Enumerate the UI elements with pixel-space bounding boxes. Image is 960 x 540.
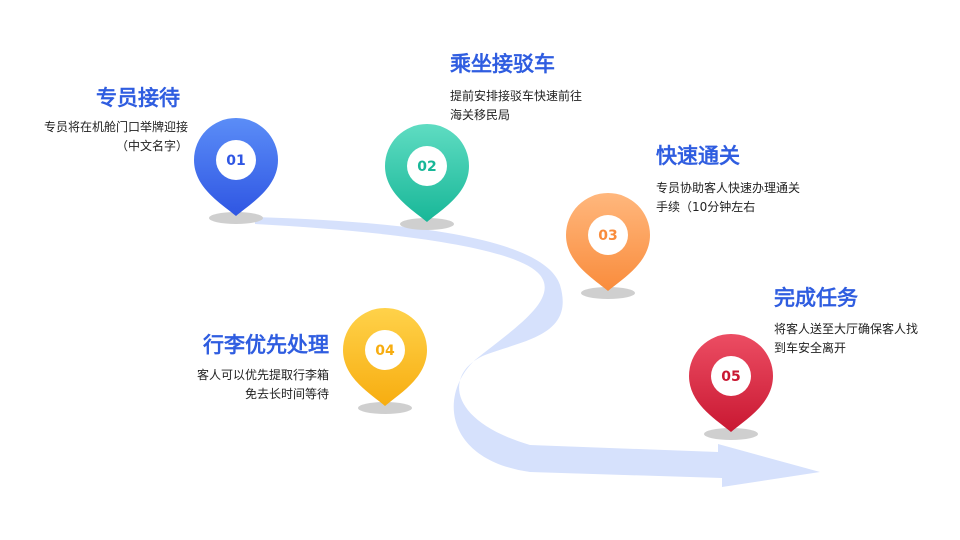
step-05-desc: 将客人送至大厅确保客人找 到车安全离开	[774, 320, 918, 358]
pin-shadow	[581, 287, 635, 299]
step-05-title: 完成任务	[774, 286, 858, 310]
pin-inner-circle	[588, 215, 628, 255]
flow-path	[255, 217, 820, 487]
step-04-desc: 客人可以优先提取行李箱 免去长时间等待	[197, 366, 329, 404]
step-01-pin: 01	[194, 118, 278, 224]
step-04-title: 行李优先处理	[203, 333, 329, 357]
step-04-desc-line2: 免去长时间等待	[244, 387, 329, 401]
step-05-pin: 05	[689, 334, 773, 440]
pin-inner-circle	[711, 356, 751, 396]
step-01-desc-line1: 专员将在机舱门口举牌迎接	[43, 120, 188, 134]
step-03-title: 快速通关	[656, 144, 740, 168]
step-04-number: 04	[375, 343, 395, 359]
step-01-desc-line2: （中文名字）	[115, 139, 188, 153]
pin-inner-circle	[216, 140, 256, 180]
pin-shadow	[209, 212, 263, 224]
pin-inner-circle	[365, 330, 405, 370]
step-02-pin: 02	[385, 124, 469, 230]
pin-shadow	[358, 402, 412, 414]
step-03-desc-line1: 专员协助客人快速办理通关	[656, 181, 801, 195]
pin-inner-circle	[407, 146, 447, 186]
step-01-number: 01	[226, 153, 245, 169]
step-01-desc: 专员将在机舱门口举牌迎接 （中文名字）	[44, 118, 188, 156]
step-03-number: 03	[598, 228, 617, 244]
step-02-number: 02	[417, 159, 436, 175]
step-05-number: 05	[721, 369, 740, 385]
step-03-desc: 专员协助客人快速办理通关 手续（10分钟左右	[656, 179, 800, 217]
step-02-desc-line1: 提前安排接驳车快速前往	[450, 89, 583, 103]
pin-shadow	[704, 428, 758, 440]
step-04-pin: 04	[343, 308, 427, 414]
step-03-pin: 03	[566, 193, 650, 299]
step-04-desc-line1: 客人可以优先提取行李箱	[196, 368, 329, 382]
step-05-desc-line1: 将客人送至大厅确保客人找	[774, 322, 919, 336]
step-02-title: 乘坐接驳车	[450, 52, 555, 76]
step-05-desc-line2: 到车安全离开	[774, 341, 847, 355]
step-03-desc-line2: 手续（10分钟左右	[656, 200, 756, 214]
pin-shadow	[400, 218, 454, 230]
step-01-title: 专员接待	[96, 86, 180, 110]
step-02-desc-line2: 海关移民局	[450, 108, 511, 122]
step-02-desc: 提前安排接驳车快速前往 海关移民局	[450, 87, 582, 125]
